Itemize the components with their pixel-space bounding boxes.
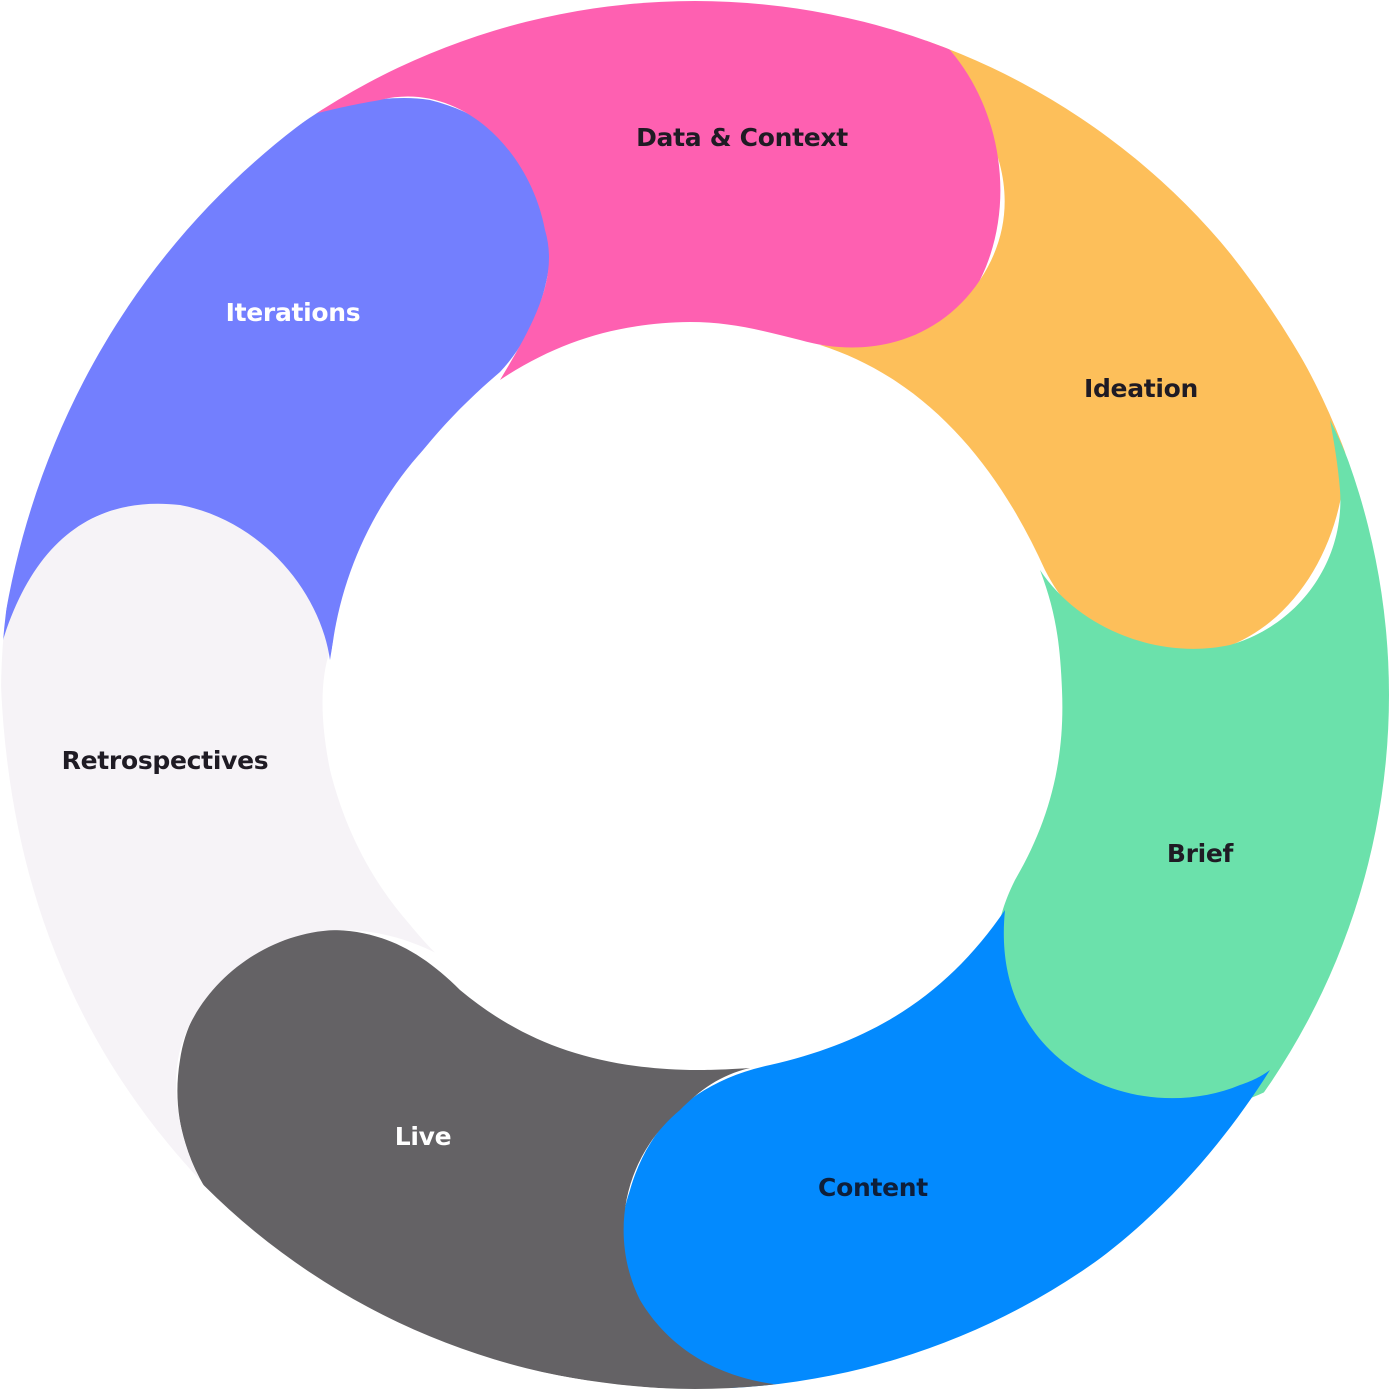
segment-content bbox=[620, 910, 1270, 1389]
segment-ideation bbox=[820, 20, 1346, 656]
center-hole bbox=[329, 329, 1061, 1061]
segment-label-retrospectives: Retrospectives bbox=[62, 746, 269, 775]
segment-label-live: Live bbox=[395, 1122, 452, 1151]
segment-brief bbox=[994, 420, 1389, 1114]
segment-label-content: Content bbox=[818, 1173, 928, 1202]
segment-live bbox=[177, 930, 790, 1389]
segment-data-context bbox=[310, 1, 1001, 380]
segment-label-brief: Brief bbox=[1167, 839, 1235, 868]
segment-label-iterations: Iterations bbox=[226, 298, 361, 327]
segment-iterations bbox=[1, 98, 552, 660]
segment-label-data-context: Data & Context bbox=[636, 123, 848, 152]
segment-retrospectives bbox=[1, 501, 440, 1180]
segment-label-ideation: Ideation bbox=[1084, 374, 1198, 403]
